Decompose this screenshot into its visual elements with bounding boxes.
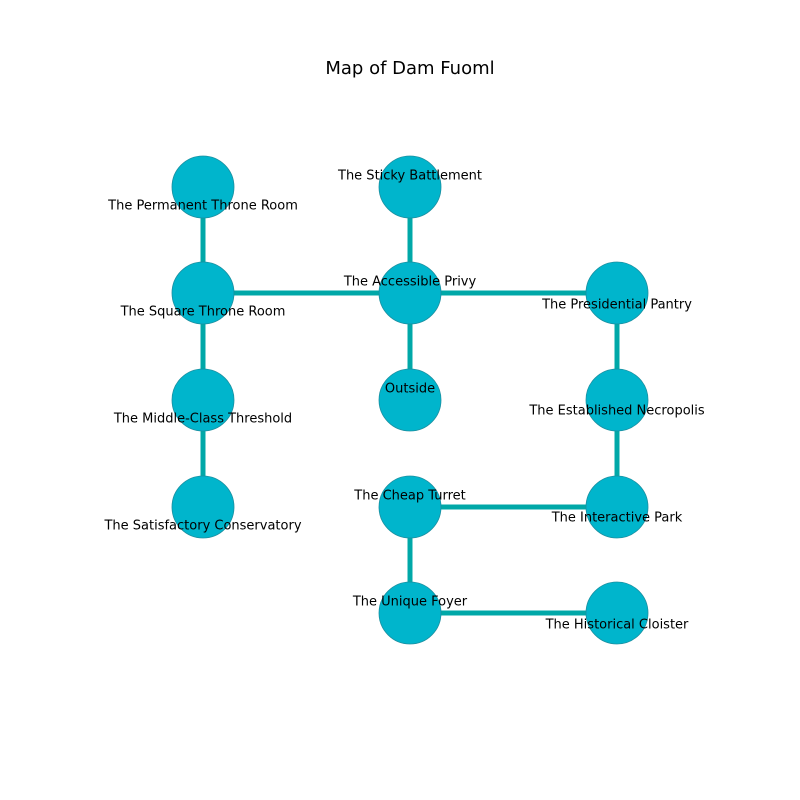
map-title: Map of Dam Fuoml xyxy=(325,58,494,79)
room-label-outside: Outside xyxy=(385,382,435,397)
room-node-outside xyxy=(378,368,442,432)
room-label-presidential-pantry: The Presidential Pantry xyxy=(541,298,692,313)
room-label-middle-class-threshold: The Middle-Class Threshold xyxy=(113,412,292,427)
room-label-established-necropolis: The Established Necropolis xyxy=(528,404,705,419)
room-node-cheap-turret xyxy=(378,475,442,539)
room-node-square-throne-room xyxy=(171,261,235,325)
room-node-satisfactory-conservatory xyxy=(171,475,235,539)
room-label-permanent-throne-room: The Permanent Throne Room xyxy=(107,199,298,214)
room-label-interactive-park: The Interactive Park xyxy=(551,511,683,526)
room-node-presidential-pantry xyxy=(585,261,649,325)
room-label-square-throne-room: The Square Throne Room xyxy=(120,305,286,320)
room-labels: The Permanent Throne Room The Sticky Batt… xyxy=(103,169,704,633)
room-node-permanent-throne-room xyxy=(171,155,235,219)
room-label-historical-cloister: The Historical Cloister xyxy=(545,618,689,633)
room-label-satisfactory-conservatory: The Satisfactory Conservatory xyxy=(103,519,301,534)
room-node-established-necropolis xyxy=(585,368,649,432)
room-node-unique-foyer xyxy=(378,581,442,645)
room-node-middle-class-threshold xyxy=(171,368,235,432)
room-node-sticky-battlement xyxy=(378,155,442,219)
room-label-unique-foyer: The Unique Foyer xyxy=(352,595,468,610)
room-node-accessible-privy xyxy=(378,261,442,325)
room-label-sticky-battlement: The Sticky Battlement xyxy=(337,169,482,184)
room-label-accessible-privy: The Accessible Privy xyxy=(343,275,477,290)
room-label-cheap-turret: The Cheap Turret xyxy=(353,489,465,504)
room-node-interactive-park xyxy=(585,475,649,539)
room-node-historical-cloister xyxy=(585,581,649,645)
rooms xyxy=(171,155,649,645)
